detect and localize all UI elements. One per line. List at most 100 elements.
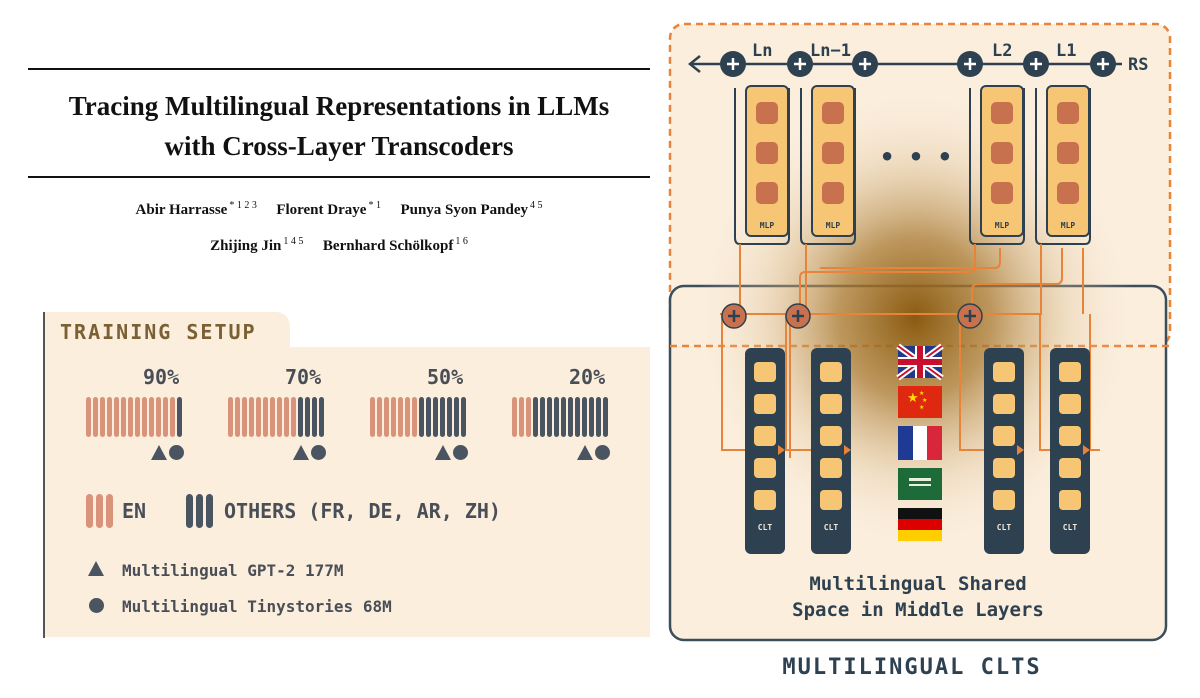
clt-label: CLT xyxy=(758,523,773,532)
triangle-icon xyxy=(151,444,167,460)
france-flag xyxy=(898,426,942,460)
en-bar xyxy=(242,397,247,437)
en-bar xyxy=(291,397,296,437)
others-bar xyxy=(433,397,438,437)
others-bar xyxy=(312,397,317,437)
mix-bars-50 xyxy=(370,397,466,437)
others-bar xyxy=(603,397,608,437)
others-bar xyxy=(319,397,324,437)
germany-flag xyxy=(898,508,942,541)
author-affiliation: * 1 2 3 xyxy=(229,200,257,211)
en-bar xyxy=(100,397,105,437)
en-bar xyxy=(149,397,154,437)
en-bar xyxy=(156,397,161,437)
others-bar xyxy=(589,397,594,437)
en-bar xyxy=(412,397,417,437)
title-bottom-rule xyxy=(28,176,650,178)
authors-row-1: Abir Harrasse* 1 2 3 Florent Draye* 1 Pu… xyxy=(28,200,650,219)
model-markers-50 xyxy=(435,444,468,460)
author-name: Abir Harrasse xyxy=(135,202,228,218)
author-name: Bernhard Schölkopf xyxy=(322,238,454,254)
svg-text:★: ★ xyxy=(907,391,919,406)
author-affiliation: 1 4 5 xyxy=(283,236,304,247)
triangle-icon xyxy=(293,444,309,460)
layer-label-l2: L2 xyxy=(992,41,1012,61)
paper-title-line2: with Cross-Layer Transcoders xyxy=(164,131,514,161)
others-bar xyxy=(454,397,459,437)
en-bar xyxy=(135,397,140,437)
others-bar xyxy=(419,397,424,437)
en-bar xyxy=(377,397,382,437)
en-bar xyxy=(249,397,254,437)
author-affiliation: * 1 xyxy=(368,200,381,211)
author-affiliation: 4 5 xyxy=(529,200,543,211)
others-bar xyxy=(540,397,545,437)
mix-bars-90 xyxy=(86,397,182,437)
panel-edge xyxy=(43,312,45,638)
author-name: Zhijing Jin xyxy=(210,238,282,254)
en-bar xyxy=(86,397,91,437)
china-flag: ★ ★ ★ ★ xyxy=(898,386,942,418)
triangle-icon xyxy=(88,561,104,576)
en-bar xyxy=(235,397,240,437)
mlp-label: MLP xyxy=(826,221,841,230)
others-bar xyxy=(596,397,601,437)
circle-icon xyxy=(169,444,184,460)
training-setup-tab xyxy=(44,312,290,352)
circle-icon xyxy=(453,444,468,460)
saudi-flag xyxy=(898,468,942,500)
mix-label-70: 70% xyxy=(285,365,322,389)
others-bar xyxy=(568,397,573,437)
title-top-rule xyxy=(28,68,650,70)
uk-flag xyxy=(896,343,944,381)
en-bar xyxy=(128,397,133,437)
clt-label: CLT xyxy=(997,523,1012,532)
circle-icon xyxy=(595,444,610,460)
layer-label-ln-1: Ln−1 xyxy=(810,41,851,61)
circle-icon xyxy=(89,598,104,613)
svg-text:★: ★ xyxy=(922,397,927,404)
svg-text:★: ★ xyxy=(919,404,924,411)
model-gpt2-label: Multilingual GPT-2 177M xyxy=(122,561,344,580)
en-bar xyxy=(370,397,375,437)
en-bar xyxy=(256,397,261,437)
others-bar xyxy=(461,397,466,437)
en-bar xyxy=(526,397,531,437)
mix-label-90: 90% xyxy=(143,365,180,389)
clt-label: CLT xyxy=(1063,523,1078,532)
en-bar xyxy=(384,397,389,437)
others-bar xyxy=(426,397,431,437)
model-markers-90 xyxy=(151,444,184,460)
mix-label-20: 20% xyxy=(569,365,606,389)
clt-diagram: MLP MLP MLP MLP • • • CLT CLT xyxy=(668,22,1172,680)
author-affiliation: 1 6 xyxy=(455,236,468,247)
others-bar xyxy=(447,397,452,437)
ellipsis: • • • xyxy=(880,143,952,171)
en-bar xyxy=(405,397,410,437)
mlp-label: MLP xyxy=(995,221,1010,230)
others-bar xyxy=(440,397,445,437)
en-bar xyxy=(284,397,289,437)
training-setup-label: TRAINING SETUP xyxy=(60,320,257,344)
others-bar xyxy=(298,397,303,437)
en-bar xyxy=(93,397,98,437)
diagram-caption: MULTILINGUAL CLTS xyxy=(782,655,1041,680)
author-name: Florent Draye xyxy=(276,202,367,218)
mix-label-50: 50% xyxy=(427,365,464,389)
residual-arrow-icon xyxy=(687,55,701,73)
en-bar xyxy=(163,397,168,437)
en-bar xyxy=(270,397,275,437)
en-bar xyxy=(277,397,282,437)
legend-en-label: EN xyxy=(122,499,147,523)
legend-others-swatch xyxy=(186,494,213,528)
model-tinystories-label: Multilingual Tinystories 68M xyxy=(122,597,392,616)
model-markers-20 xyxy=(577,444,610,460)
en-bar xyxy=(512,397,517,437)
mlp-label: MLP xyxy=(1061,221,1076,230)
rs-label: RS xyxy=(1128,55,1148,75)
en-bar xyxy=(391,397,396,437)
svg-text:★: ★ xyxy=(919,390,924,397)
en-bar xyxy=(519,397,524,437)
others-bar xyxy=(561,397,566,437)
